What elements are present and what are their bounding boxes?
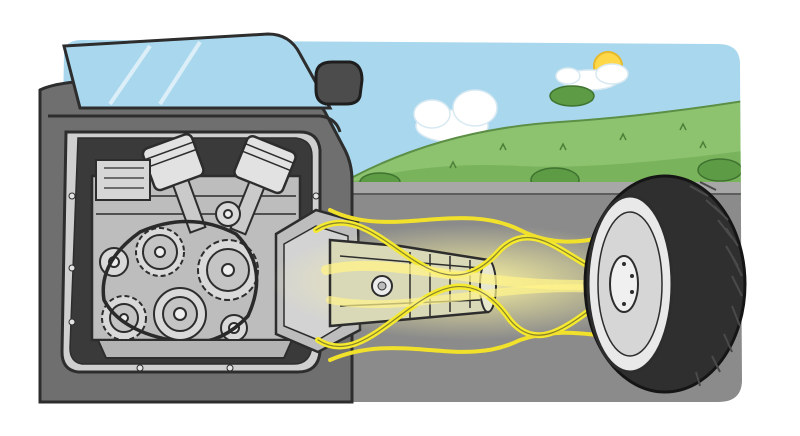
side-mirror: [314, 60, 364, 106]
cloud-icon: [413, 63, 629, 143]
tire-icon: [583, 174, 747, 394]
timing-belt: [101, 219, 259, 345]
engine-bay: [60, 130, 322, 374]
grass-tufts: [449, 122, 707, 169]
